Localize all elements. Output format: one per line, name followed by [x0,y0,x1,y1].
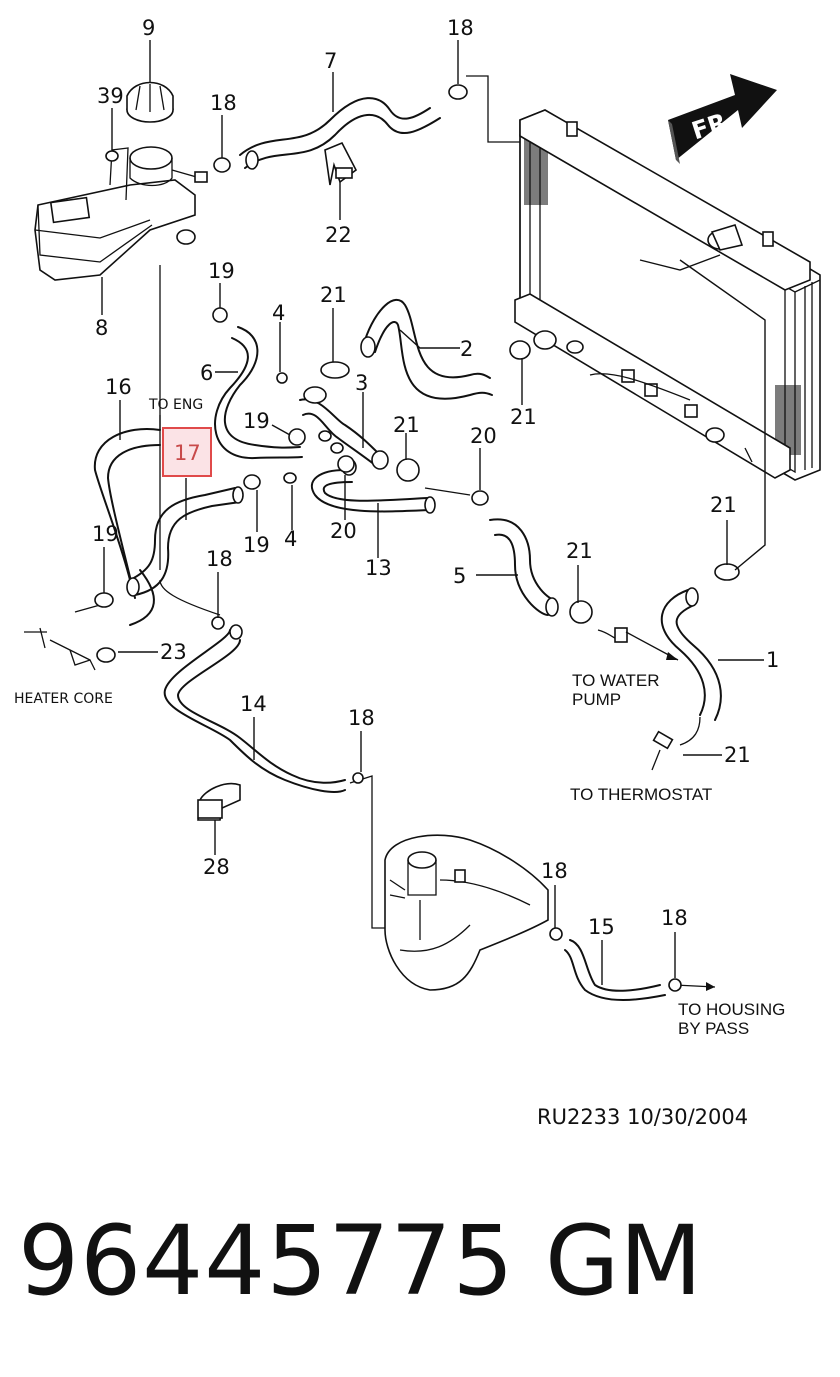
callout-18: 18 [348,706,375,730]
coolant-reservoir [34,146,208,281]
callout-39: 39 [97,84,124,108]
drawing-reference: RU2233 10/30/2004 [537,1105,749,1129]
callout-5: 5 [453,564,466,588]
hose-5 [489,518,679,661]
callout-19: 19 [208,259,235,283]
thermostat-housing [384,834,549,991]
callout-21: 21 [710,493,737,517]
callout-22: 22 [325,223,352,247]
callout-8: 8 [95,316,108,340]
callout-4: 4 [272,301,285,325]
bracket-22 [324,141,358,186]
hose-clamps [94,84,740,992]
callout-19: 19 [243,533,270,557]
to-thermostat-label: TO THERMOSTAT [570,785,712,804]
callout-21: 21 [566,539,593,563]
to-housing-label-line1: TO HOUSING [678,1000,785,1019]
hose-7 [239,97,441,170]
hose-2 [360,298,493,400]
hose-1 [651,587,722,771]
callout-21: 21 [393,413,420,437]
callout-23: 23 [160,640,187,664]
callout-18: 18 [210,91,237,115]
callout-28: 28 [203,855,230,879]
callout-18: 18 [447,16,474,40]
reservoir-cap [126,81,174,123]
part-brand: GM [545,1205,703,1317]
callout-20: 20 [470,424,497,448]
hose-15 [564,939,716,1001]
callout-13: 13 [365,556,392,580]
callout-3: 3 [355,371,368,395]
callout-16: 16 [105,375,132,399]
fr-direction-arrow: FR [668,74,777,164]
callout-17: 17 [174,441,201,465]
callout-20: 20 [330,519,357,543]
highlight-box-17 [162,427,212,477]
callout-4: 4 [284,527,297,551]
callout-19: 19 [243,409,270,433]
text-annotations: TO ENG HEATER CORE TO WATER PUMP TO THER… [14,397,785,1038]
callout-18: 18 [541,859,568,883]
callout-7: 7 [324,49,337,73]
hose-17-highlighted [126,486,244,597]
to-water-pump-label-line1: TO WATER [572,671,660,690]
callout-9: 9 [142,16,155,40]
callout-19: 19 [92,522,119,546]
radiator [466,75,821,481]
callout-6: 6 [200,361,213,385]
to-water-pump-label-line2: PUMP [572,690,621,709]
leader-lines [101,40,766,985]
callout-18: 18 [661,906,688,930]
hose-13 [310,458,471,514]
callout-labels: 9 18 7 39 18 22 19 8 21 4 2 6 3 16 21 19… [92,16,779,939]
part-number: 96445775 [18,1205,515,1317]
callout-14: 14 [240,692,267,716]
callout-1: 1 [766,648,779,672]
callout-18: 18 [206,547,233,571]
callout-15: 15 [588,915,615,939]
bracket-28 [197,782,241,821]
to-housing-label-line2: BY PASS [678,1019,749,1038]
heater-core-label: HEATER CORE [14,691,113,707]
callout-21: 21 [320,283,347,307]
callout-21: 21 [510,405,537,429]
hose-3-and-manifold [299,386,389,470]
hose-14 [163,624,385,929]
hose-16 [93,428,161,626]
callout-2: 2 [460,337,473,361]
callout-21: 21 [724,743,751,767]
hose-6 [214,326,303,460]
to-eng-label: TO ENG [148,397,203,413]
